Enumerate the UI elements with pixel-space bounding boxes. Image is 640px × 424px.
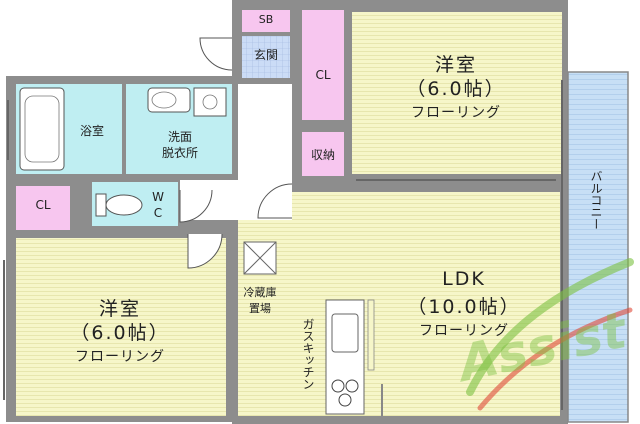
ldk-size: （10.0帖）	[407, 296, 521, 318]
hallway	[238, 84, 292, 192]
storage-label: 収納	[310, 148, 335, 162]
fridge-label-1: 冷蔵庫	[243, 286, 277, 299]
north-room-floor: フローリング	[411, 105, 501, 121]
range-hood	[367, 299, 375, 371]
north-room-size: （6.0帖）	[406, 78, 506, 100]
closet-north	[302, 10, 344, 120]
closet-west-label: CL	[35, 198, 51, 212]
ldk-floor: フローリング	[419, 323, 509, 339]
fridge-space-cross	[243, 241, 277, 275]
basin-bowl	[151, 91, 177, 109]
shoe-box	[242, 10, 290, 32]
balcony-label: バルコニー	[589, 170, 603, 230]
west-room-name: 洋室	[98, 298, 141, 320]
pan-drain	[202, 94, 218, 110]
wc-label-1: W	[152, 190, 164, 204]
hall-door	[257, 183, 293, 219]
west-room-size: （6.0帖）	[70, 322, 170, 344]
washroom-label-1: 洗面	[167, 130, 192, 144]
toilet-tank	[95, 193, 107, 217]
bathroom-label: 浴室	[79, 124, 104, 138]
western-room-north	[352, 12, 562, 174]
west-room-door	[187, 233, 223, 269]
burner	[331, 379, 345, 393]
closet-west	[16, 186, 70, 230]
storage-closet	[302, 132, 344, 176]
wc-door	[179, 189, 213, 223]
balcony	[567, 71, 629, 423]
burner	[345, 379, 359, 393]
assist-logo-watermark	[466, 258, 634, 411]
gas-kitchen-label: ガスキッチン	[301, 318, 315, 390]
toilet-bowl	[105, 194, 143, 216]
washroom-label-2: 脱衣所	[161, 146, 198, 160]
washing-machine-pan	[193, 87, 227, 117]
burner	[338, 393, 352, 407]
kitchen-sink	[331, 313, 359, 353]
entrance-label: 玄関	[253, 48, 278, 62]
wc-label-2: C	[153, 206, 163, 220]
fridge-label-2: 置場	[249, 302, 271, 315]
shoe-box-label: SB	[258, 13, 274, 26]
west-room-floor: フローリング	[75, 349, 165, 365]
bathtub-inner	[24, 95, 60, 163]
closet-north-label: CL	[315, 68, 331, 82]
north-room-name: 洋室	[434, 54, 477, 76]
ldk-name: LDK	[442, 268, 486, 290]
entrance	[242, 36, 290, 78]
entrance-door	[199, 37, 233, 71]
